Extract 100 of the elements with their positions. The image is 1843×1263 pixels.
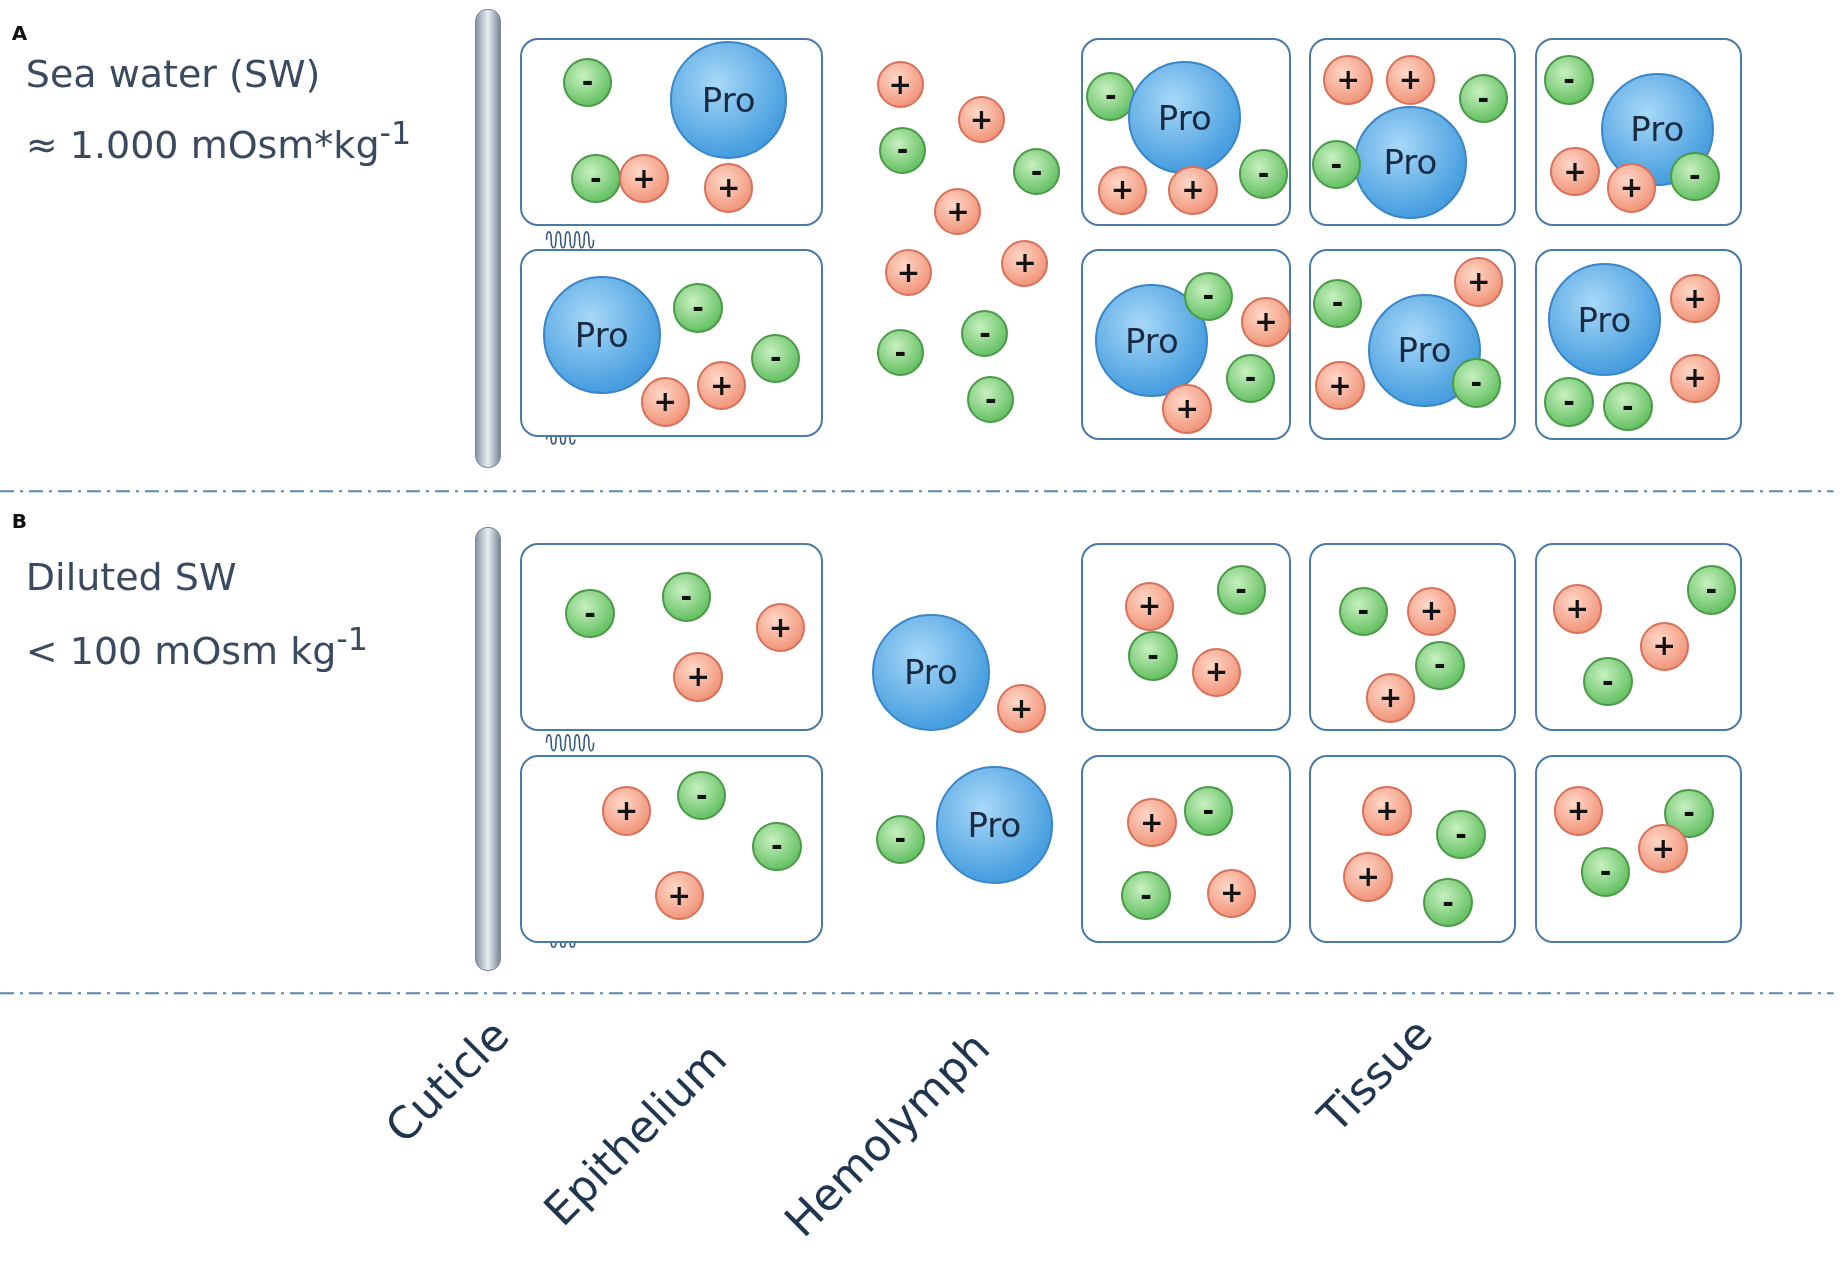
medium-label: Sea water (SW) [25,51,321,96]
cation-circle: + [1670,273,1720,324]
anion-circle: - [1670,151,1720,201]
anion-circle: - [1544,377,1594,427]
cation-circle: + [1552,584,1603,634]
anion-circle: - [1338,586,1389,636]
cuticle-bar [474,9,501,468]
panel-letter: B [11,508,27,533]
anion-circle: - [1603,382,1653,432]
anion-circle: - [875,814,925,864]
cation-circle: + [619,153,669,204]
anion-circle: - [677,771,727,821]
protein-circle: Pro [1547,263,1661,377]
osmolality-label: ≈ 1.000 mOsm*kg$^{-1}$ [25,115,412,167]
cation-circle: + [1191,647,1242,697]
cation-circle: + [1453,257,1504,307]
cell-box [1535,249,1742,440]
cell-box [1309,249,1517,440]
osmolality-label: < 100 mOsm kg$^{-1}$ [25,620,368,673]
anion-circle: - [1686,565,1736,615]
protein-circle: Pro [872,613,990,732]
cell-box [1535,543,1742,732]
cation-circle: + [1362,786,1412,836]
anion-circle: - [1238,149,1289,199]
cation-circle: + [885,249,933,297]
cation-circle: + [1553,786,1604,836]
anion-circle: - [1121,870,1171,921]
cation-circle: + [934,188,982,236]
cation-circle: + [1639,621,1689,672]
cell-box [1081,754,1291,943]
cation-circle: + [1323,55,1373,105]
anion-circle: - [1013,148,1061,196]
cell-box [519,249,823,438]
cation-circle: + [673,652,723,702]
cation-circle: + [697,360,747,411]
cation-circle: + [601,786,652,836]
protein-circle: Pro [1128,61,1242,174]
cation-circle: + [1670,353,1720,404]
protein-circle: Pro [669,41,788,159]
cation-circle: + [1638,823,1688,874]
cation-circle: + [1343,852,1393,902]
cation-circle: + [1097,165,1148,216]
anion-circle: - [1225,353,1276,404]
anion-circle: - [1311,139,1362,190]
anion-circle: - [961,310,1009,358]
anion-circle: - [1183,271,1233,321]
anion-circle: - [1086,71,1136,122]
anion-circle: - [1423,878,1473,928]
protein-circle: Pro [543,276,661,394]
cell-box [1081,37,1291,226]
cation-circle: + [1207,868,1257,918]
cuticle-bar [474,526,501,971]
anion-circle: - [752,821,802,871]
cation-circle: + [876,61,924,109]
anion-circle: - [1458,74,1508,124]
cation-circle: + [1124,581,1175,632]
anion-circle: - [1415,640,1465,690]
anion-circle: - [967,376,1015,424]
cell-box [519,543,823,732]
cation-circle: + [1365,673,1416,723]
anion-circle: - [1128,631,1178,681]
cation-circle: + [996,684,1047,734]
anion-circle: - [876,329,924,377]
anion-circle: - [1216,565,1266,615]
anion-circle: - [1183,786,1233,836]
anion-circle: - [1544,55,1594,105]
cell-box [1081,543,1291,732]
cell-box [1535,754,1742,943]
cation-circle: + [640,377,690,427]
cell-box [519,37,823,226]
cation-circle: + [755,602,806,653]
anion-circle: - [661,572,712,622]
anion-circle: - [1664,788,1714,839]
cation-circle: + [1406,586,1457,636]
protein-circle: Pro [1354,105,1467,219]
medium-label: Diluted SW [25,554,237,599]
cation-circle: + [1606,163,1657,213]
protein-circle: Pro [935,766,1054,884]
cation-circle: + [1241,297,1291,347]
cation-circle: + [1127,798,1177,848]
anion-circle: - [673,283,723,333]
cell-box [1309,543,1517,732]
anion-circle: - [879,126,927,174]
anion-circle: - [1451,358,1501,408]
anion-circle: - [1436,809,1486,860]
cation-circle: + [704,163,754,213]
cell-box [1081,249,1291,440]
anion-circle: - [571,153,621,204]
cation-circle: + [1385,55,1436,105]
cell-box [1309,754,1517,943]
anion-circle: - [1580,847,1631,897]
cation-circle: + [1001,239,1049,287]
cation-circle: + [957,96,1005,144]
cell-box [519,754,823,943]
cation-circle: + [1168,165,1218,216]
anion-circle: - [1312,278,1363,328]
cation-circle: + [1550,146,1600,197]
panel-letter: A [11,21,28,46]
cation-circle: + [654,870,705,921]
anion-circle: - [565,588,615,639]
